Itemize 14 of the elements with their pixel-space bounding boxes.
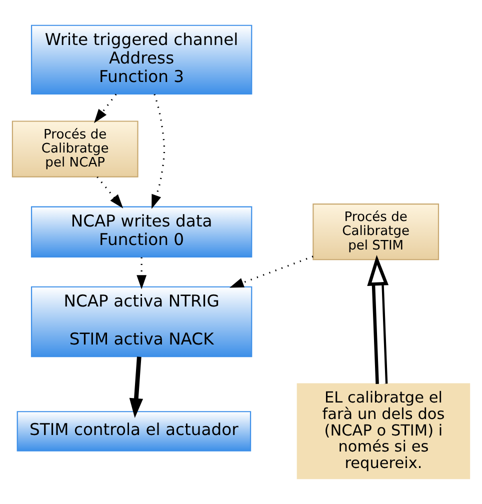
node-box: EL calibratge el farà un dels dos (NCAP o STIM) i només si es requereix. <box>296 383 470 480</box>
arrow <box>129 356 144 418</box>
arrow <box>230 256 314 288</box>
node-box: STIM controla el actuador <box>16 411 252 452</box>
node-box: NCAP activa NTRIG STIM activa NACK <box>30 286 252 358</box>
arrow <box>94 94 117 124</box>
node-box: Procés de Calibratge pel NCAP <box>12 120 138 178</box>
node-box: Procés de Calibratge pel STIM <box>312 204 440 260</box>
arrow <box>96 176 124 208</box>
arrow <box>136 257 147 290</box>
arrow <box>152 94 166 209</box>
node-box: NCAP writes data Function 0 <box>30 206 252 258</box>
node-box: Write triggered channel Address Function 3 <box>30 24 252 95</box>
arrow <box>367 255 389 384</box>
